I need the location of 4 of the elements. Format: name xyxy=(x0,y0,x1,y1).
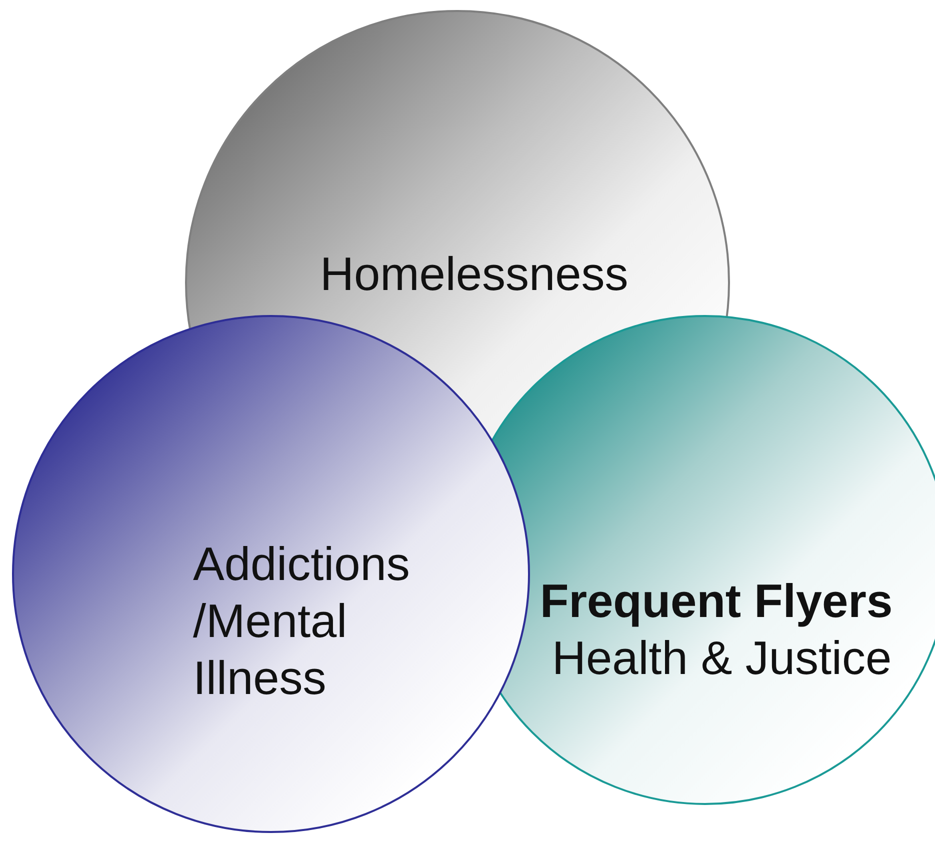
circle-label: Homelessness xyxy=(320,246,628,302)
circle-label: Health & Justice xyxy=(552,630,892,686)
circle-heading: Frequent Flyers xyxy=(540,573,893,629)
circle-label: Addictions /Mental Illness xyxy=(193,536,411,706)
